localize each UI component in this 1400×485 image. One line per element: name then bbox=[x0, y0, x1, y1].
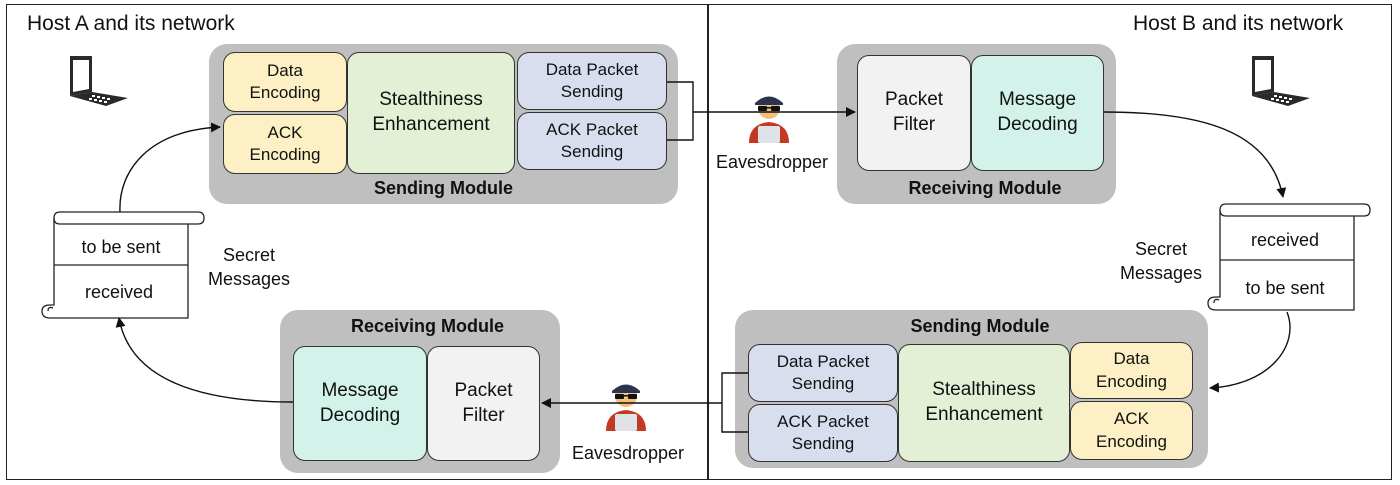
message-decoding-box: Message Decoding bbox=[971, 55, 1104, 171]
scroll-received: received bbox=[84, 282, 154, 302]
eavesdropper-icon bbox=[606, 384, 646, 431]
sending-module-label: Sending Module bbox=[374, 178, 513, 198]
bottom-sending-module: Sending Module Data Packet Sending ACK P… bbox=[735, 310, 1208, 468]
message-decoding-box: Message Decoding bbox=[293, 346, 427, 461]
eavesdropper-icon bbox=[749, 96, 789, 143]
ack-encoding-box: ACK Encoding bbox=[1070, 401, 1193, 460]
laptop-icon bbox=[1252, 56, 1310, 106]
receiving-module-label: Receiving Module bbox=[908, 178, 1062, 198]
top-sending-module: Data Encoding ACK Encoding Stealthiness … bbox=[209, 44, 678, 204]
host-a-title: Host A and its network bbox=[27, 12, 235, 35]
ack-packet-sending-box: ACK Packet Sending bbox=[748, 404, 898, 462]
diagram-frame bbox=[6, 4, 1392, 480]
stealthiness-enhancement-box: Stealthiness Enhancement bbox=[347, 52, 515, 174]
scroll-received: received bbox=[1250, 230, 1320, 250]
secret-messages-label: Secret Messages bbox=[1119, 239, 1203, 284]
bottom-receiving-module: Receiving Module Message Decoding Packet… bbox=[280, 310, 560, 473]
stealthiness-enhancement-box: Stealthiness Enhancement bbox=[898, 344, 1070, 462]
data-encoding-box: Data Encoding bbox=[1070, 342, 1193, 399]
secret-messages-label: Secret Messages bbox=[207, 245, 291, 290]
eavesdropper-label: Eavesdropper bbox=[715, 152, 829, 172]
sending-module-label: Sending Module bbox=[910, 316, 1050, 336]
laptop-icon bbox=[70, 56, 128, 106]
top-receiving-module: Packet Filter Message Decoding Receiving… bbox=[837, 44, 1116, 204]
packet-filter-box: Packet Filter bbox=[857, 55, 971, 171]
ack-encoding-box: ACK Encoding bbox=[223, 114, 347, 174]
scroll-to-be-sent: to be sent bbox=[81, 237, 161, 257]
receiving-module-label: Receiving Module bbox=[350, 316, 505, 336]
data-encoding-box: Data Encoding bbox=[223, 52, 347, 112]
scroll-icon bbox=[1207, 203, 1371, 311]
host-b-title: Host B and its network bbox=[1133, 12, 1344, 35]
eavesdropper-label: Eavesdropper bbox=[571, 443, 685, 463]
scroll-to-be-sent: to be sent bbox=[1245, 278, 1325, 298]
data-packet-sending-box: Data Packet Sending bbox=[517, 52, 667, 110]
packet-filter-box: Packet Filter bbox=[427, 346, 540, 461]
data-packet-sending-box: Data Packet Sending bbox=[748, 344, 898, 402]
ack-packet-sending-box: ACK Packet Sending bbox=[517, 112, 667, 170]
host-divider bbox=[707, 4, 709, 480]
scroll-icon bbox=[41, 211, 205, 319]
